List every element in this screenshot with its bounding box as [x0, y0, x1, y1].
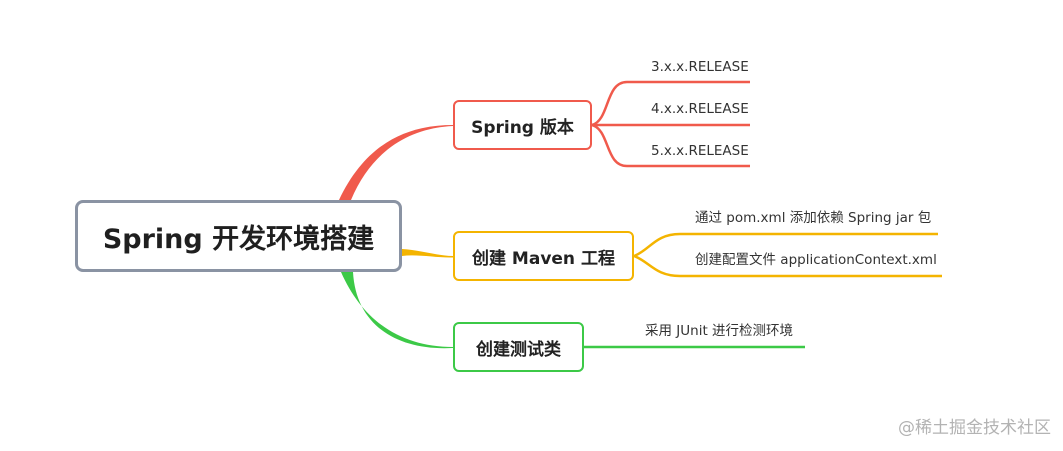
root-topic[interactable]: Spring 开发环境搭建 [75, 200, 402, 272]
maven-leaf-1-connector [633, 232, 938, 258]
root-to-spring-connector [339, 125, 453, 200]
root-topic-label: Spring 开发环境搭建 [102, 223, 375, 255]
branch-spring-version-label: Spring 版本 [471, 117, 574, 138]
leaf-test-junit[interactable]: 采用 JUnit 进行检测环境 [645, 323, 794, 339]
leaf-maven-config-file[interactable]: 创建配置文件 applicationContext.xml [695, 252, 937, 268]
branch-create-maven-project-label: 创建 Maven 工程 [472, 248, 615, 269]
leaf-spring-3x[interactable]: 3.x.x.RELEASE [651, 59, 749, 75]
leaf-spring-5x[interactable]: 5.x.x.RELEASE [651, 143, 749, 159]
watermark: @稀土掘金技术社区 [898, 418, 1051, 438]
root-to-test-connector [341, 272, 453, 349]
branch-spring-version[interactable]: Spring 版本 [453, 100, 592, 150]
leaf-maven-pom-dependency[interactable]: 通过 pom.xml 添加依赖 Spring jar 包 [695, 210, 932, 226]
branch-create-test-class[interactable]: 创建测试类 [453, 322, 584, 372]
branch-create-test-class-label: 创建测试类 [476, 339, 561, 360]
root-to-maven-connector [402, 249, 453, 258]
spring-leaf-1-connector [591, 80, 750, 127]
maven-leaf-2-connector [633, 254, 942, 278]
spring-leaf-3-connector [591, 123, 750, 168]
branch-create-maven-project[interactable]: 创建 Maven 工程 [453, 231, 634, 281]
leaf-spring-4x[interactable]: 4.x.x.RELEASE [651, 101, 749, 117]
